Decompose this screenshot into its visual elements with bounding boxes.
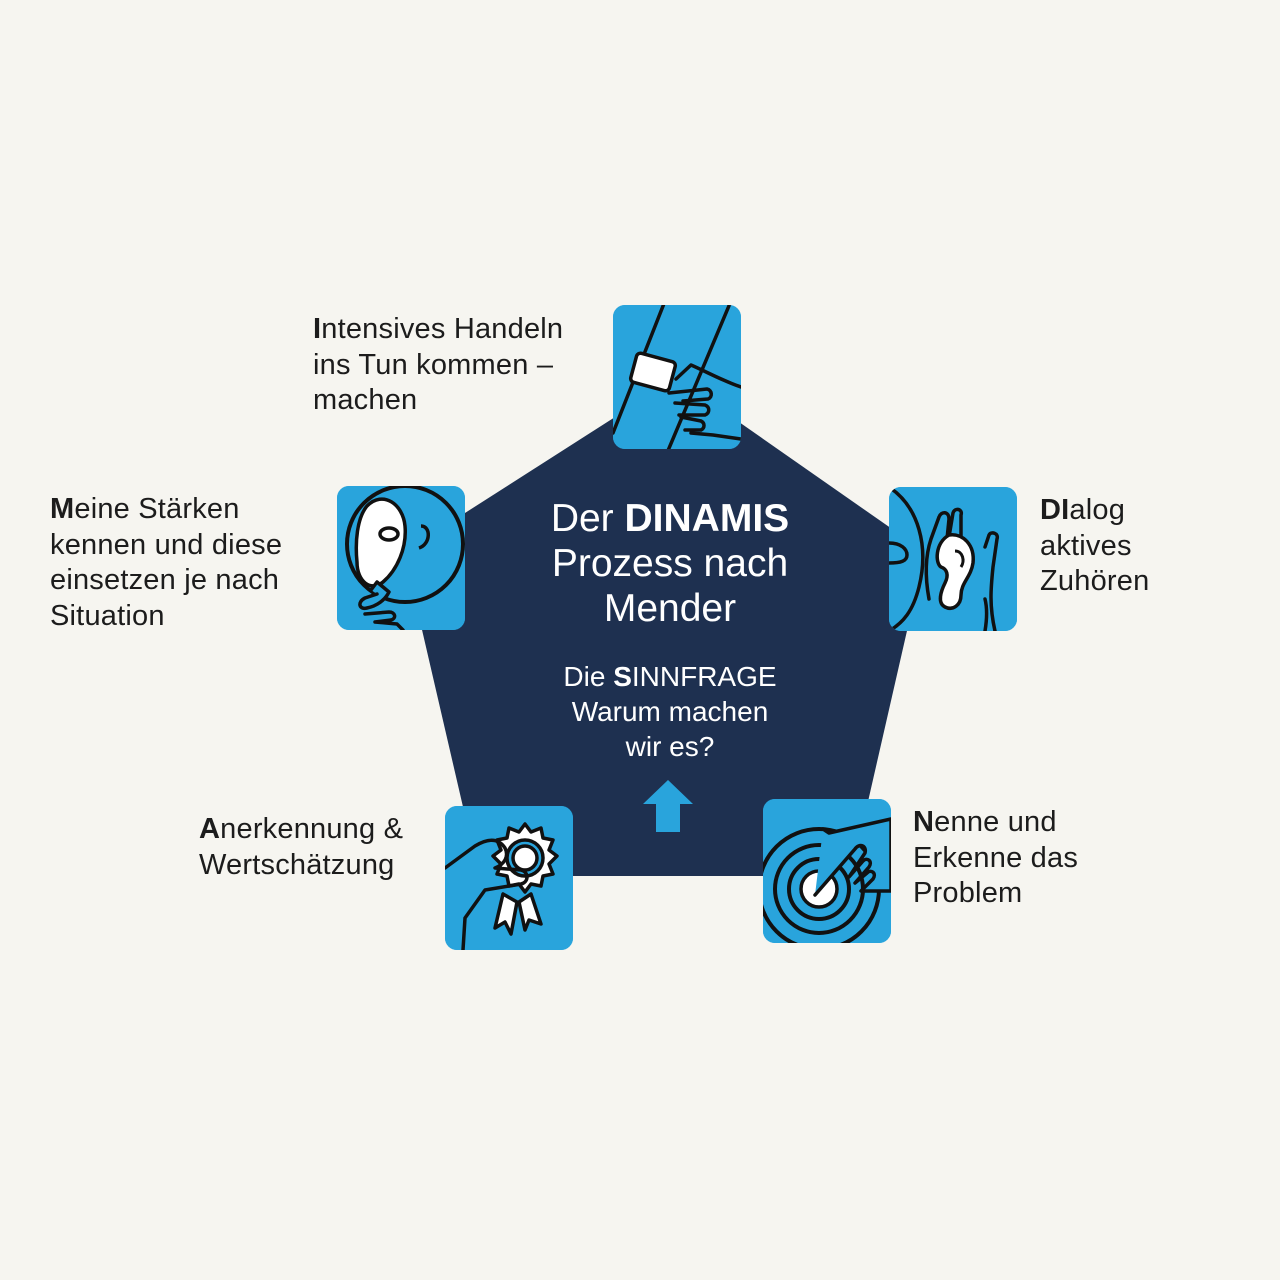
- face-mirror-icon: [337, 486, 465, 630]
- up-arrow-icon: [643, 780, 693, 832]
- award-rosette-icon: [445, 806, 573, 950]
- step-label-intensive: Intensives Handeln ins Tun kommen – mach…: [313, 313, 564, 416]
- step-label-nenne: Nenne und Erkenne das Problem: [913, 806, 1079, 909]
- step-label-meine: Meine Stärken kennen und diese einsetzen…: [50, 493, 283, 632]
- diagram-title: Der DINAMIS Prozess nach Mender: [550, 497, 790, 630]
- target-pointing-icon: [763, 799, 891, 943]
- ear-listening-icon: [889, 487, 1017, 631]
- step-label-anerkennung: Anerkennung & Wertschätzung: [199, 813, 404, 881]
- hand-cleaning-icon: [613, 305, 741, 449]
- step-label-dialog: DIalog aktives Zuhören: [1040, 494, 1150, 597]
- diagram-subtitle: Die SINNFRAGE Warum machen wir es?: [563, 661, 777, 762]
